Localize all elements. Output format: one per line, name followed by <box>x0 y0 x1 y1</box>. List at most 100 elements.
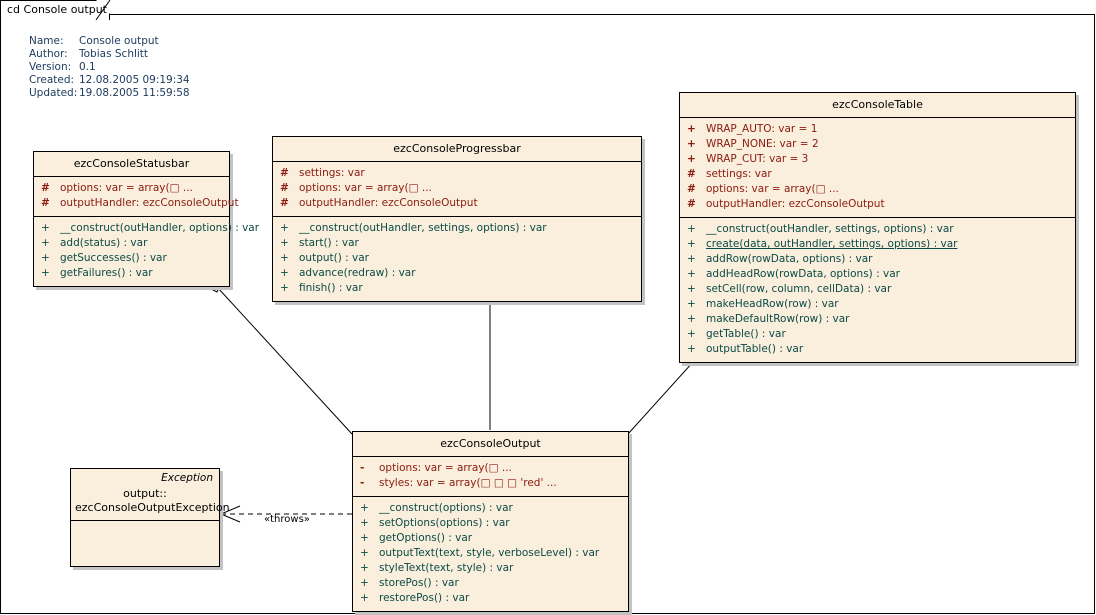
method-row: + makeHeadRow(row) : var <box>680 297 1075 312</box>
visibility-marker: - <box>360 477 365 489</box>
metadata-value-author: Tobias Schlitt <box>79 48 149 60</box>
attribute-row: # outputHandler: ezcConsoleOutput <box>273 196 641 211</box>
class-box-ezcConsoleStatusbar[interactable]: ezcConsoleStatusbar # options: var = arr… <box>33 151 259 287</box>
visibility-marker: + <box>360 547 369 559</box>
metadata-key-created: Created: <box>29 74 75 86</box>
diagram-frame <box>0 14 1095 614</box>
attribute-row: # settings: var <box>273 166 641 181</box>
attribute-row: # settings: var <box>680 167 1075 182</box>
method-text: getFailures() : var <box>60 267 153 279</box>
methods-compartment-table: + __construct(outHandler, settings, opti… <box>680 217 1075 362</box>
method-row: + output() : var <box>273 251 641 266</box>
method-row: + restorePos() : var <box>353 591 628 606</box>
method-row: + __construct(outHandler, options) : var <box>34 221 259 236</box>
metadata-row-updated: Updated: 19.08.2005 11:59:58 <box>29 87 190 100</box>
method-text: makeDefaultRow(row) : var <box>706 313 850 325</box>
attribute-row: # outputHandler: ezcConsoleOutput <box>34 196 239 211</box>
visibility-marker: + <box>687 223 696 235</box>
method-text: styleText(text, style) : var <box>379 562 514 574</box>
attribute-text: options: var = array(□ ... <box>706 183 839 195</box>
class-name-ezcConsoleOutput: ezcConsoleOutput <box>440 437 541 450</box>
method-row: + makeDefaultRow(row) : var <box>680 312 1075 327</box>
visibility-marker: + <box>687 238 696 250</box>
attributes-compartment-table: + WRAP_AUTO: var = 1 + WRAP_NONE: var = … <box>680 117 1075 217</box>
metadata-value-name: Console output <box>79 35 159 47</box>
visibility-marker: + <box>687 313 696 325</box>
class-box-ezcConsoleTable[interactable]: ezcConsoleTable + WRAP_AUTO: var = 1 + W… <box>679 92 1076 363</box>
visibility-marker: + <box>41 267 50 279</box>
class-stereotype-exception: Exception <box>161 472 213 484</box>
method-row: + addHeadRow(rowData, options) : var <box>680 267 1075 282</box>
diagram-metadata: Name: Console output Author: Tobias Schl… <box>29 35 190 100</box>
attribute-text: settings: var <box>706 168 772 180</box>
class-name-ezcConsoleProgressbar: ezcConsoleProgressbar <box>393 142 521 155</box>
method-row: + storePos() : var <box>353 576 628 591</box>
method-row: + getTable() : var <box>680 327 1075 342</box>
method-row: + getFailures() : var <box>34 266 229 281</box>
class-name-ezcConsoleOutputException: output:: ezcConsoleOutputException <box>71 485 230 520</box>
attribute-text: outputHandler: ezcConsoleOutput <box>706 198 885 210</box>
class-box-ezcConsoleProgressbar[interactable]: ezcConsoleProgressbar # settings: var # … <box>272 136 642 302</box>
attribute-row: + WRAP_AUTO: var = 1 <box>680 122 1075 137</box>
attribute-text: options: var = array(□ ... <box>299 182 432 194</box>
visibility-marker: + <box>360 592 369 604</box>
visibility-marker: + <box>360 562 369 574</box>
method-row: + finish() : var <box>273 281 641 296</box>
visibility-marker: # <box>280 197 289 209</box>
visibility-marker: # <box>687 168 696 180</box>
visibility-marker: + <box>280 282 289 294</box>
method-row: + getSuccesses() : var <box>34 251 229 266</box>
attribute-row: - options: var = array(□ ... <box>353 461 628 476</box>
method-row: + __construct(options) : var <box>353 501 628 516</box>
method-row: + start() : var <box>273 236 641 251</box>
method-text: start() : var <box>299 237 359 249</box>
visibility-marker: + <box>360 532 369 544</box>
attributes-compartment-statusbar: # options: var = array(□ ... # outputHan… <box>34 176 239 216</box>
method-text: makeHeadRow(row) : var <box>706 298 839 310</box>
method-text: __construct(outHandler, options) : var <box>60 222 260 234</box>
attribute-text: outputHandler: ezcConsoleOutput <box>60 197 239 209</box>
visibility-marker: + <box>687 153 696 165</box>
visibility-marker: + <box>687 253 696 265</box>
method-text-static: create(data, outHandler, settings, optio… <box>706 238 958 250</box>
method-text: addRow(rowData, options) : var <box>706 253 873 265</box>
visibility-marker: + <box>687 283 696 295</box>
visibility-marker: + <box>280 222 289 234</box>
method-text: finish() : var <box>299 282 363 294</box>
metadata-key-author: Author: <box>29 48 68 60</box>
visibility-marker: + <box>280 252 289 264</box>
class-box-ezcConsoleOutput[interactable]: ezcConsoleOutput - options: var = array(… <box>352 431 629 612</box>
visibility-marker: + <box>687 138 696 150</box>
attribute-text: WRAP_AUTO: var = 1 <box>706 123 818 135</box>
method-text: outputTable() : var <box>706 343 804 355</box>
attribute-text: WRAP_CUT: var = 3 <box>706 153 809 165</box>
metadata-value-version: 0.1 <box>79 61 96 73</box>
visibility-marker: + <box>280 267 289 279</box>
method-row: + setOptions(options) : var <box>353 516 628 531</box>
metadata-value-created: 12.08.2005 09:19:34 <box>79 74 190 86</box>
visibility-marker: + <box>360 577 369 589</box>
visibility-marker: + <box>687 123 696 135</box>
diagram-title-tab[interactable]: cd Console output <box>0 0 111 20</box>
class-box-ezcConsoleOutputException[interactable]: Exception output:: ezcConsoleOutputExcep… <box>70 468 230 567</box>
diagram-title-tab-diagonal-icon <box>95 0 111 20</box>
visibility-marker: + <box>280 237 289 249</box>
method-row: + addRow(rowData, options) : var <box>680 252 1075 267</box>
method-text: restorePos() : var <box>379 592 470 604</box>
visibility-marker: + <box>687 298 696 310</box>
metadata-key-version: Version: <box>29 61 72 73</box>
method-text: addHeadRow(rowData, options) : var <box>706 268 900 280</box>
attribute-row: # options: var = array(□ ... <box>680 182 1075 197</box>
method-text: add(status) : var <box>60 237 148 249</box>
relationship-label-throws: «throws» <box>264 514 310 525</box>
visibility-marker: # <box>687 198 696 210</box>
method-row: + create(data, outHandler, settings, opt… <box>680 237 1075 252</box>
metadata-key-updated: Updated: <box>29 87 78 99</box>
metadata-key-name: Name: <box>29 35 64 47</box>
attributes-compartment-output: - options: var = array(□ ... - styles: v… <box>353 456 628 496</box>
attribute-text: outputHandler: ezcConsoleOutput <box>299 197 478 209</box>
visibility-marker: # <box>687 183 696 195</box>
method-row: + __construct(outHandler, settings, opti… <box>680 222 1075 237</box>
method-text: __construct(outHandler, settings, option… <box>299 222 547 234</box>
visibility-marker: # <box>41 182 50 194</box>
